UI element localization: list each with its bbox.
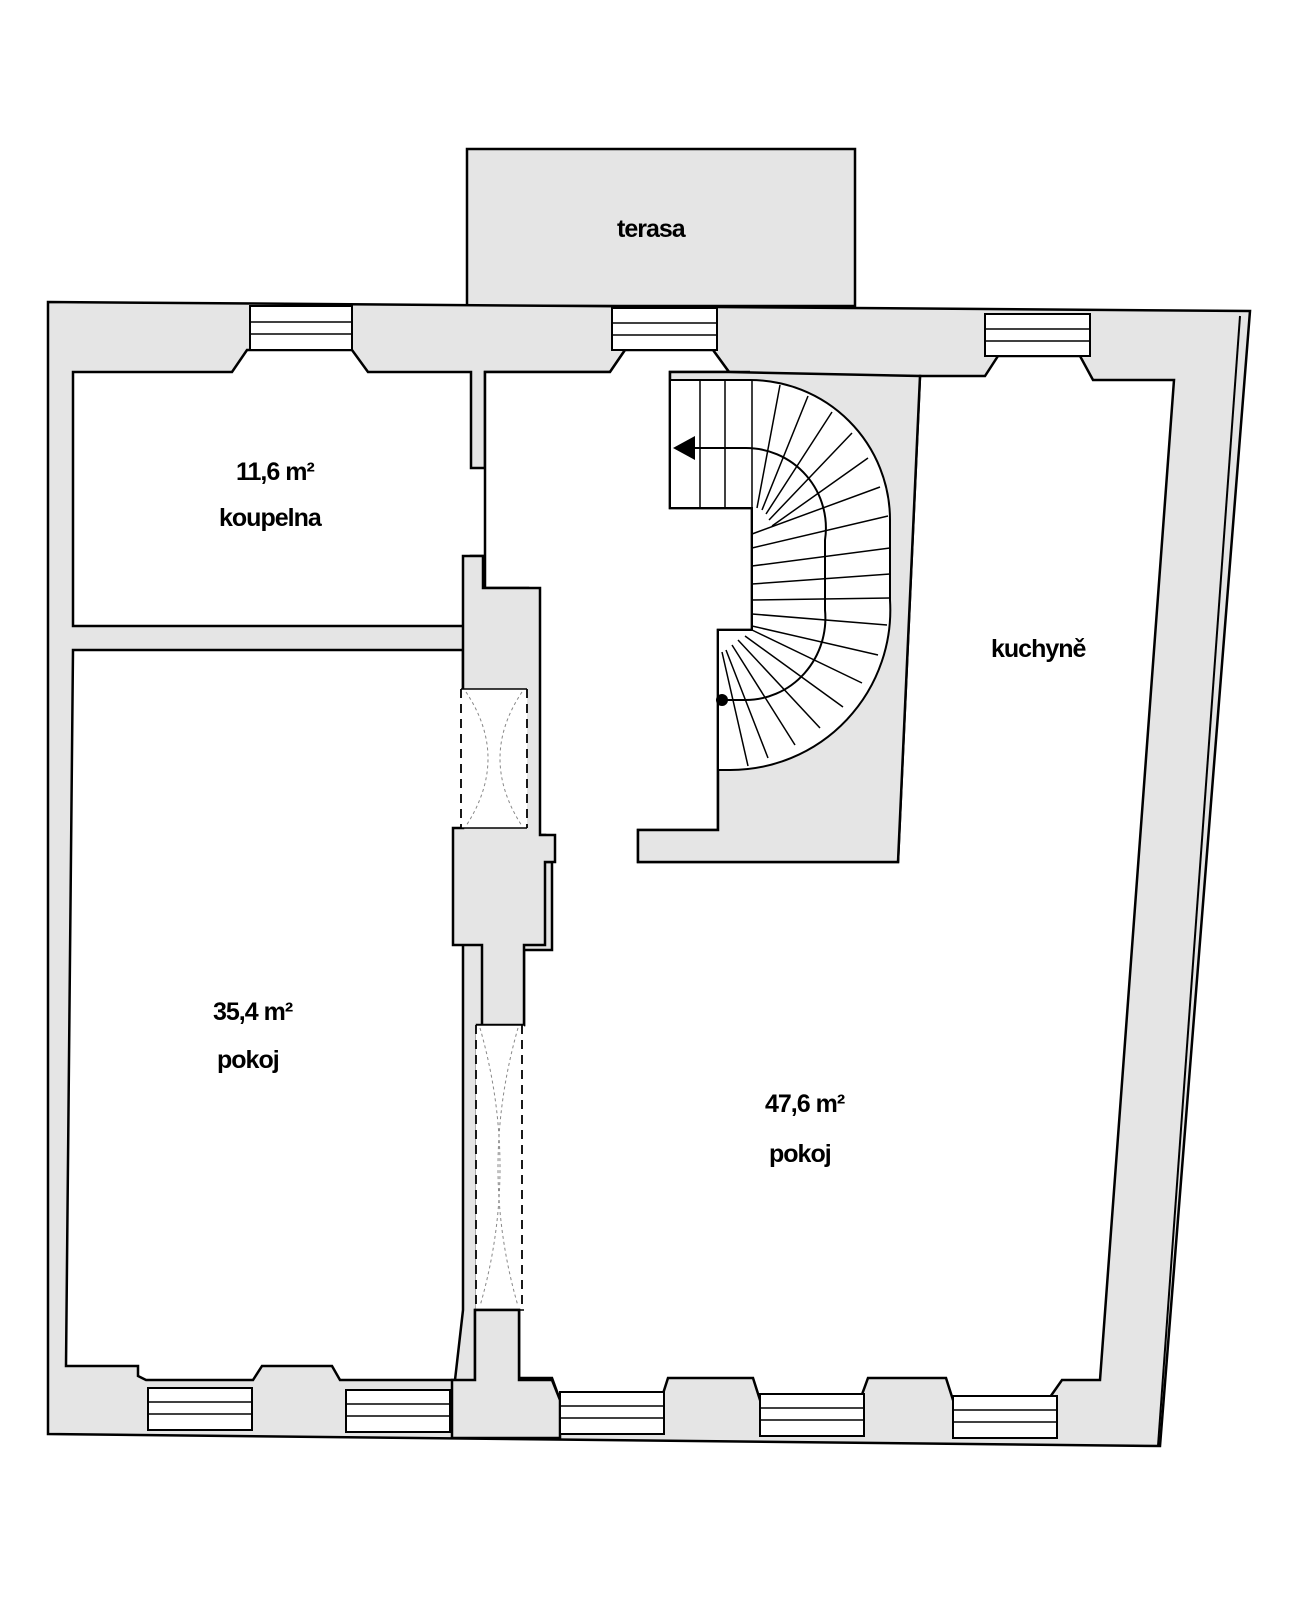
window-bottom-3 [559, 1391, 665, 1435]
door-upper [461, 689, 527, 828]
window-bottom-2 [345, 1389, 451, 1433]
outer-wall-edge [1157, 315, 1241, 1447]
label-left-room-name: pokoj [217, 1046, 279, 1074]
window-bottom-4 [759, 1393, 865, 1437]
door-lower [476, 1025, 524, 1310]
label-bathroom-area: 11,6 m² [236, 458, 314, 486]
terrace [465, 147, 857, 308]
label-bathroom-name: koupelna [219, 504, 323, 532]
label-right-room-name: pokoj [769, 1140, 831, 1168]
label-right-room-area: 47,6 m² [765, 1090, 845, 1118]
window-top-2 [611, 307, 718, 351]
window-top-3 [984, 313, 1091, 357]
stair-treads [699, 380, 891, 767]
window-bottom-5 [952, 1395, 1058, 1439]
stair-walk-line [695, 446, 827, 702]
room-left [64, 648, 465, 1382]
stair-arrow-icon [673, 436, 695, 460]
window-top-1 [249, 305, 353, 351]
stair-start-dot [716, 694, 728, 706]
label-kitchen: kuchyně [991, 635, 1087, 663]
label-left-room-area: 35,4 m² [213, 998, 293, 1026]
label-terrace: terasa [617, 215, 687, 243]
window-bottom-1 [147, 1387, 253, 1431]
